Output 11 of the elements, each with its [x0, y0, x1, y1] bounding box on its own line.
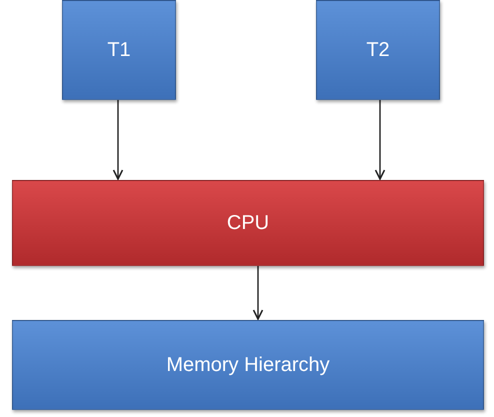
arrow: [374, 100, 386, 180]
cpu-box: [12, 180, 484, 266]
process-box: [12, 320, 484, 410]
node-label: T2: [366, 38, 390, 62]
process-box: [62, 0, 176, 100]
node-label: Memory Hierarchy: [166, 354, 330, 376]
arrow: [252, 266, 264, 320]
arrow: [112, 100, 124, 180]
node-label: T1: [107, 38, 131, 62]
process-box: [316, 0, 440, 100]
node-label: CPU: [226, 212, 270, 234]
